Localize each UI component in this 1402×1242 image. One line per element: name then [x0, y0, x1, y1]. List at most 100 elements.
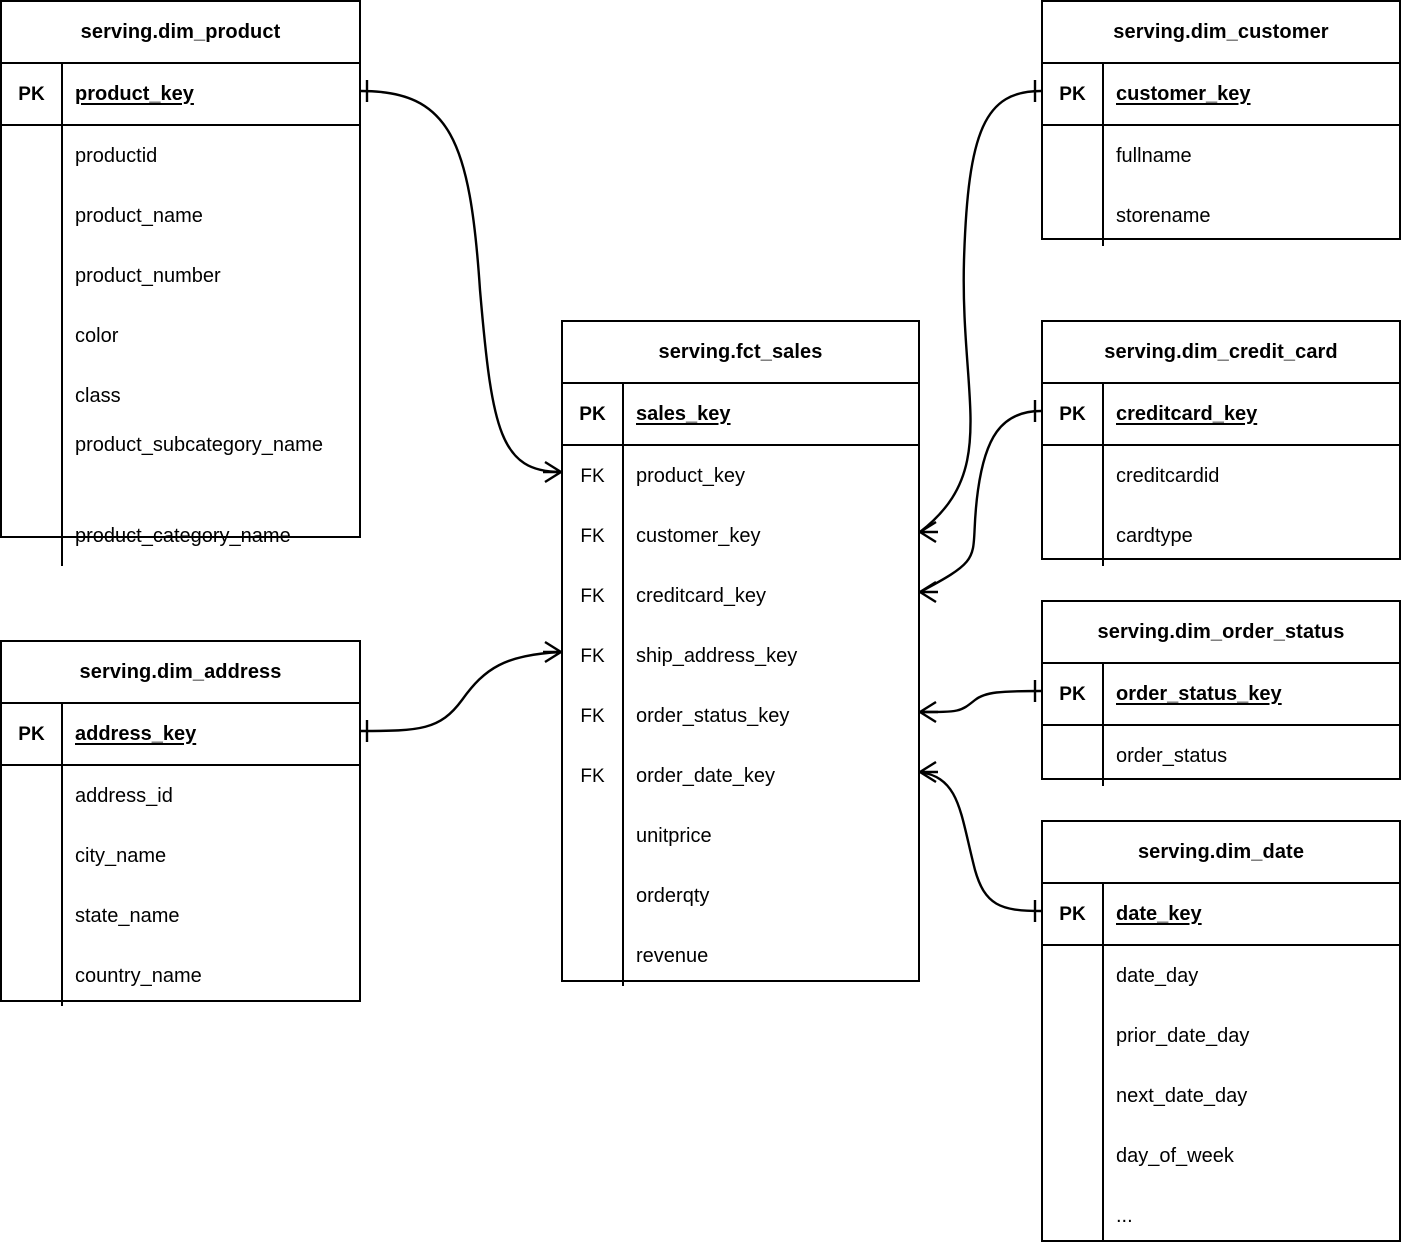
fk-badge: FK — [580, 465, 605, 487]
name-column: address_id city_name state_name country_… — [63, 766, 359, 1006]
key-column-empty — [2, 126, 63, 566]
relationship-date — [919, 760, 1042, 922]
attribute-row-ellipsis: ... — [1116, 1204, 1133, 1227]
pk-field-date-key: date_key — [1116, 902, 1202, 925]
pk-group-dim-address: PK address_key — [2, 704, 359, 766]
entity-title-dim-credit-card: serving.dim_credit_card — [1043, 322, 1399, 384]
fk-badge: FK — [580, 705, 605, 727]
attribute-row: storename — [1116, 204, 1211, 227]
relationship-customer — [919, 80, 1042, 544]
attribute-row: product_category_name — [75, 524, 291, 547]
name-column: product_key customer_key creditcard_key … — [624, 446, 918, 986]
entity-dim-customer[interactable]: serving.dim_customer PK customer_key ful… — [1041, 0, 1401, 246]
key-column-empty — [1043, 946, 1104, 1242]
relationship-order-status — [919, 680, 1042, 724]
attribute-row: state_name — [75, 904, 180, 927]
pk-group-dim-customer: PK customer_key — [1043, 64, 1399, 126]
name-column: creditcard_key — [1104, 384, 1399, 444]
pk-badge: PK — [579, 403, 606, 425]
attribute-row: day_of_week — [1116, 1144, 1234, 1167]
entity-title-dim-product: serving.dim_product — [2, 2, 359, 64]
key-column-empty — [1043, 126, 1104, 246]
entity-dim-date[interactable]: serving.dim_date PK date_key date_day pr… — [1041, 820, 1401, 1242]
pk-field-sales-key: sales_key — [636, 402, 731, 425]
fk-field-ship-address-key: ship_address_key — [636, 644, 798, 667]
attribute-row: prior_date_day — [1116, 1024, 1250, 1047]
key-column: PK — [1043, 664, 1104, 724]
crowsfoot-credit-card — [919, 580, 938, 604]
name-column: address_key — [63, 704, 359, 764]
pk-group-dim-credit-card: PK creditcard_key — [1043, 384, 1399, 446]
attribute-line-1: product_subcategory_ — [75, 434, 273, 456]
entity-title-dim-address: serving.dim_address — [2, 642, 359, 704]
key-column: PK — [2, 64, 63, 124]
name-column: order_status — [1104, 726, 1399, 786]
attribute-group-dim-customer: fullname storename — [1043, 126, 1399, 246]
fk-field-order-date-key: order_date_key — [636, 764, 775, 787]
fk-badge: FK — [580, 645, 605, 667]
key-column: FK FK FK FK FK FK — [563, 446, 624, 986]
relationship-address — [360, 640, 562, 742]
fk-field-creditcard-key: creditcard_key — [636, 584, 767, 607]
crowsfoot-customer — [919, 520, 938, 544]
attribute-row: product_number — [75, 264, 221, 287]
pk-group-dim-product: PK product_key — [2, 64, 359, 126]
attribute-row: next_date_day — [1116, 1084, 1248, 1107]
entity-dim-product[interactable]: serving.dim_product PK product_key produ… — [0, 0, 361, 566]
entity-title-fct-sales: serving.fct_sales — [563, 322, 918, 384]
pk-badge: PK — [1059, 903, 1086, 925]
fk-field-product-key: product_key — [636, 464, 745, 487]
pk-badge: PK — [1059, 683, 1086, 705]
entity-title-dim-customer: serving.dim_customer — [1043, 2, 1399, 64]
key-column-empty — [1043, 446, 1104, 566]
attribute-row: fullname — [1116, 144, 1192, 167]
relationship-credit-card — [919, 400, 1042, 604]
name-column: product_key — [63, 64, 359, 124]
name-column: order_status_key — [1104, 664, 1399, 724]
pk-field-address-key: address_key — [75, 722, 197, 745]
name-column: customer_key — [1104, 64, 1399, 124]
fk-field-order-status-key: order_status_key — [636, 704, 790, 727]
name-column: date_day prior_date_day next_date_day da… — [1104, 946, 1399, 1242]
pk-badge: PK — [18, 83, 45, 105]
key-column-spacer — [563, 806, 622, 986]
pk-group-fct-sales: PK sales_key — [563, 384, 918, 446]
pk-badge: PK — [18, 723, 45, 745]
pk-field-product-key: product_key — [75, 82, 194, 105]
entity-title-dim-date: serving.dim_date — [1043, 822, 1399, 884]
entity-dim-address[interactable]: serving.dim_address PK address_key addre… — [0, 640, 361, 1006]
pk-group-dim-order-status: PK order_status_key — [1043, 664, 1399, 726]
entity-dim-credit-card[interactable]: serving.dim_credit_card PK creditcard_ke… — [1041, 320, 1401, 566]
attribute-row: color — [75, 324, 119, 347]
attribute-row: country_name — [75, 964, 202, 987]
attribute-group-dim-date: date_day prior_date_day next_date_day da… — [1043, 946, 1399, 1242]
attribute-row: date_day — [1116, 964, 1199, 987]
attribute-row: creditcardid — [1116, 464, 1220, 487]
attribute-row: class — [75, 384, 121, 407]
entity-dim-order-status[interactable]: serving.dim_order_status PK order_status… — [1041, 600, 1401, 786]
pk-badge: PK — [1059, 83, 1086, 105]
fk-badge: FK — [580, 525, 605, 547]
crowsfoot-address — [543, 640, 562, 664]
key-column: PK — [1043, 384, 1104, 444]
entity-fct-sales[interactable]: serving.fct_sales PK sales_key FK FK FK … — [561, 320, 920, 986]
measure-row: unitprice — [636, 824, 712, 847]
attribute-line-2: name — [272, 434, 323, 456]
pk-field-creditcard-key: creditcard_key — [1116, 402, 1258, 425]
attribute-group-dim-order-status: order_status — [1043, 726, 1399, 786]
attribute-row: cardtype — [1116, 524, 1193, 547]
attribute-row: address_id — [75, 784, 173, 807]
attribute-row: order_status — [1116, 744, 1228, 767]
key-column: PK — [1043, 884, 1104, 944]
key-column: PK — [563, 384, 624, 444]
pk-field-customer-key: customer_key — [1116, 82, 1251, 105]
crowsfoot-date — [919, 760, 938, 784]
measure-row: revenue — [636, 944, 709, 967]
name-column: creditcardid cardtype — [1104, 446, 1399, 566]
pk-badge: PK — [1059, 403, 1086, 425]
name-column: date_key — [1104, 884, 1399, 944]
fk-badge: FK — [580, 585, 605, 607]
key-column: PK — [1043, 64, 1104, 124]
name-column: sales_key — [624, 384, 918, 444]
